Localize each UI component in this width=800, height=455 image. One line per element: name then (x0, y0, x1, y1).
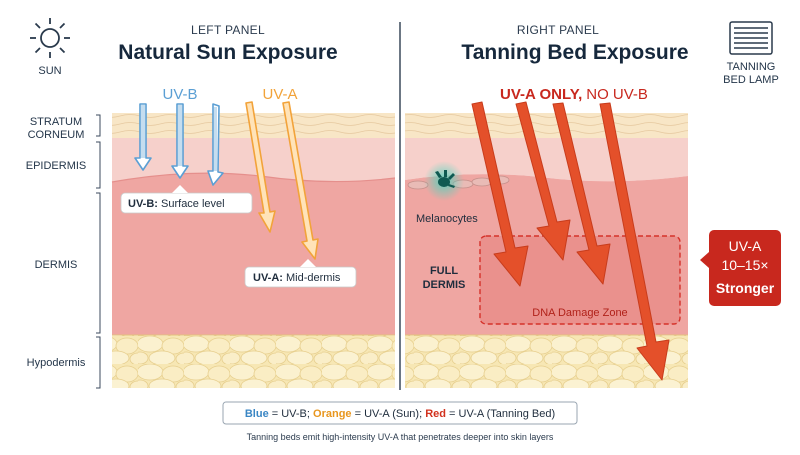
right-stratum-layer (405, 113, 688, 138)
uvb-arrows (134, 103, 224, 186)
tanning-lamp-icon (729, 21, 773, 55)
legend-box (222, 401, 578, 425)
right-hypodermis-layer (405, 335, 688, 388)
legend-text: Blue = UV-B; Orange = UV-A (Sun); Red = … (245, 408, 555, 420)
uvb-arrow-1 (134, 103, 152, 171)
layer-label-epidermis: EPIDERMIS (26, 160, 87, 172)
right-panel-title: Tanning Bed Exposure (461, 41, 688, 64)
lamp-label-line1: TANNING (727, 61, 776, 73)
full-dermis-line2: DERMIS (423, 279, 466, 291)
uva-sun-arrow-2 (282, 101, 319, 260)
uvb-label: UV-B (162, 86, 197, 103)
badge-line3: Stronger (716, 280, 775, 296)
melanocytes-label: Melanocytes (416, 213, 478, 225)
uva-sun-arrows (245, 101, 319, 260)
uva-tanning-arrows (471, 101, 670, 381)
left-skin-panel (111, 113, 396, 388)
uvb-callout-text: UV-B: Surface level (128, 198, 225, 210)
uvb-arrow-3 (207, 103, 224, 186)
dna-damage-zone-label: DNA Damage Zone (532, 307, 627, 319)
left-hypodermis-layer (112, 335, 395, 388)
uva-sun-arrow-1 (245, 101, 276, 233)
uva-strength-badge (700, 230, 781, 306)
melanocyte-icon (435, 170, 455, 188)
layer-label-hypodermis: Hypodermis (27, 357, 86, 369)
full-dermis-line1: FULL (430, 265, 458, 277)
layer-brackets (96, 114, 101, 389)
right-dermis-layer (405, 174, 688, 335)
uva-label: UV-A (262, 86, 297, 103)
badge-line2: 10–15× (721, 257, 768, 273)
left-panel-subtitle: LEFT PANEL (191, 23, 265, 37)
sun-icon (30, 18, 70, 58)
left-panel-title: Natural Sun Exposure (118, 41, 337, 64)
uva-tanning-arrow-2 (515, 101, 571, 261)
layer-label-stratum-line2: CORNEUM (28, 129, 85, 141)
melanocyte-cells (407, 161, 510, 201)
uva-only-label: UV-A ONLY,NO UV-B (500, 86, 648, 103)
right-panel-subtitle: RIGHT PANEL (517, 23, 599, 37)
layer-label-stratum-line1: STRATUM (30, 116, 82, 128)
uva-tanning-arrow-4 (599, 102, 670, 381)
lamp-label-line2: BED LAMP (723, 74, 779, 86)
uva-tanning-arrow-1 (471, 101, 529, 287)
sun-label: SUN (38, 65, 61, 77)
uva-callout-text: UV-A: Mid-dermis (253, 272, 341, 284)
layer-label-dermis: DERMIS (35, 259, 78, 271)
badge-line1: UV-A (729, 238, 762, 254)
left-dermis-layer (112, 173, 395, 335)
uvb-callout (120, 185, 253, 214)
uva-callout (244, 259, 357, 288)
uvb-arrow-2 (171, 103, 189, 179)
uva-tanning-arrow-3 (552, 102, 611, 285)
caption: Tanning beds emit high-intensity UV-A th… (247, 432, 554, 442)
